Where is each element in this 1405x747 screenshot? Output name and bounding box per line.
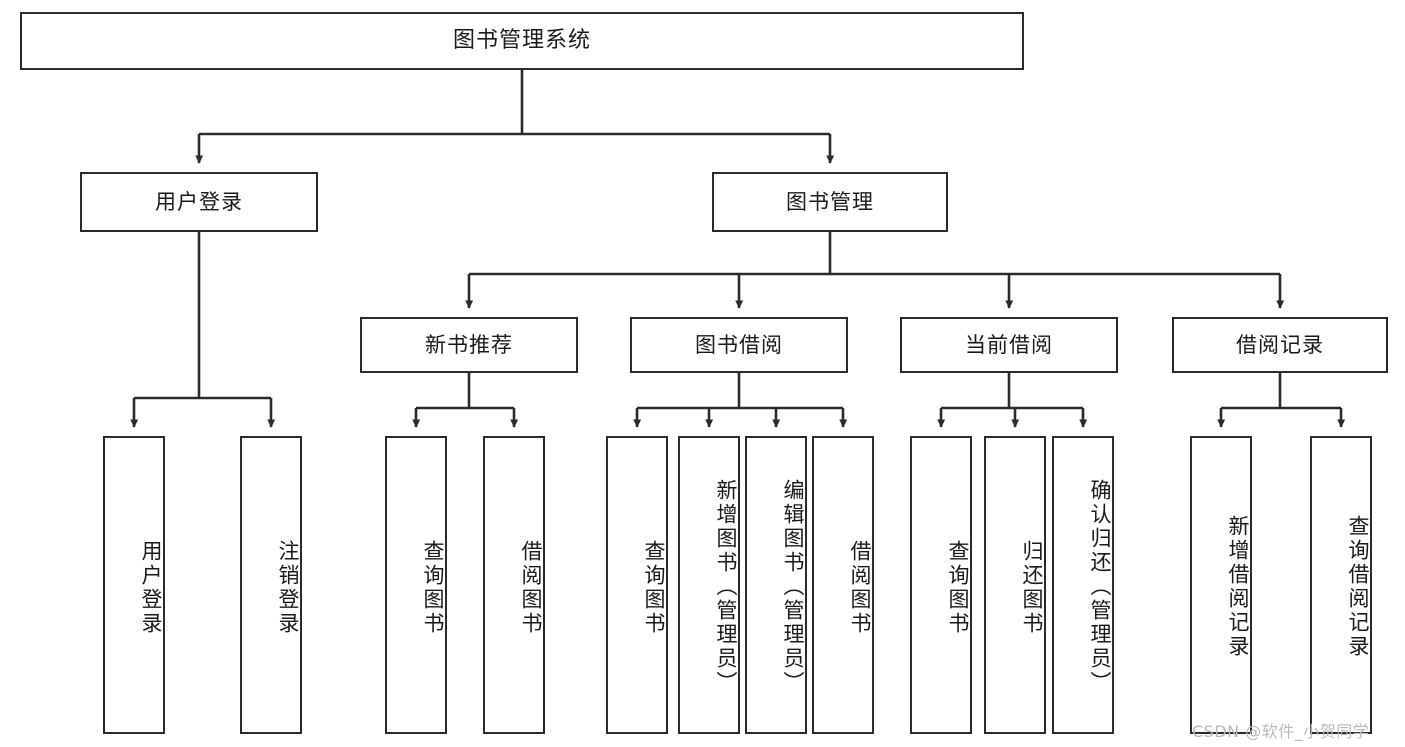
node-book-manage[interactable]: 图书管理 bbox=[712, 172, 948, 232]
node-leaf-user-login-label: 用户登录 bbox=[139, 540, 163, 636]
csdn-watermark: CSDN @软件_小贺同学 bbox=[1192, 722, 1370, 741]
node-leaf-edit-book[interactable]: 编辑图书（管理员） bbox=[745, 436, 807, 734]
node-leaf-confirm-return[interactable]: 确认归还（管理员） bbox=[1052, 436, 1114, 734]
node-new-book-rec-label: 新书推荐 bbox=[425, 332, 513, 357]
node-leaf-user-login[interactable]: 用户登录 bbox=[103, 436, 165, 734]
node-borrow-record[interactable]: 借阅记录 bbox=[1172, 317, 1388, 373]
node-leaf-query-book-1-label: 查询图书 bbox=[421, 540, 445, 636]
node-leaf-query-record[interactable]: 查询借阅记录 bbox=[1310, 436, 1372, 734]
node-leaf-add-book[interactable]: 新增图书（管理员） bbox=[678, 436, 740, 734]
node-current-borrow[interactable]: 当前借阅 bbox=[900, 317, 1118, 373]
node-user-login-label: 用户登录 bbox=[155, 189, 243, 214]
node-leaf-borrow-book-1-label: 借阅图书 bbox=[519, 540, 543, 636]
node-leaf-logout[interactable]: 注销登录 bbox=[240, 436, 302, 734]
node-leaf-logout-label: 注销登录 bbox=[276, 540, 300, 636]
node-new-book-rec[interactable]: 新书推荐 bbox=[360, 317, 578, 373]
node-current-borrow-label: 当前借阅 bbox=[965, 332, 1053, 357]
node-leaf-borrow-book-1[interactable]: 借阅图书 bbox=[483, 436, 545, 734]
node-leaf-return-book[interactable]: 归还图书 bbox=[984, 436, 1046, 734]
node-leaf-add-record-label: 新增借阅记录 bbox=[1226, 515, 1250, 659]
node-leaf-query-book-2[interactable]: 查询图书 bbox=[606, 436, 668, 734]
node-leaf-add-book-label: 新增图书（管理员） bbox=[714, 479, 738, 695]
node-root[interactable]: 图书管理系统 bbox=[20, 12, 1024, 70]
node-leaf-query-book-3[interactable]: 查询图书 bbox=[910, 436, 972, 734]
node-leaf-query-book-1[interactable]: 查询图书 bbox=[385, 436, 447, 734]
node-leaf-confirm-return-label: 确认归还（管理员） bbox=[1088, 479, 1112, 695]
node-leaf-query-book-3-label: 查询图书 bbox=[946, 540, 970, 636]
node-leaf-return-book-label: 归还图书 bbox=[1020, 540, 1044, 636]
node-leaf-borrow-book-2-label: 借阅图书 bbox=[848, 540, 872, 636]
node-book-borrow-label: 图书借阅 bbox=[695, 332, 783, 357]
node-leaf-query-record-label: 查询借阅记录 bbox=[1346, 515, 1370, 659]
node-book-manage-label: 图书管理 bbox=[786, 189, 874, 214]
node-leaf-query-book-2-label: 查询图书 bbox=[642, 540, 666, 636]
node-leaf-edit-book-label: 编辑图书（管理员） bbox=[781, 479, 805, 695]
node-user-login[interactable]: 用户登录 bbox=[80, 172, 318, 232]
node-borrow-record-label: 借阅记录 bbox=[1236, 332, 1324, 357]
node-book-borrow[interactable]: 图书借阅 bbox=[630, 317, 848, 373]
node-root-label: 图书管理系统 bbox=[452, 28, 591, 54]
node-leaf-borrow-book-2[interactable]: 借阅图书 bbox=[812, 436, 874, 734]
node-leaf-add-record[interactable]: 新增借阅记录 bbox=[1190, 436, 1252, 734]
